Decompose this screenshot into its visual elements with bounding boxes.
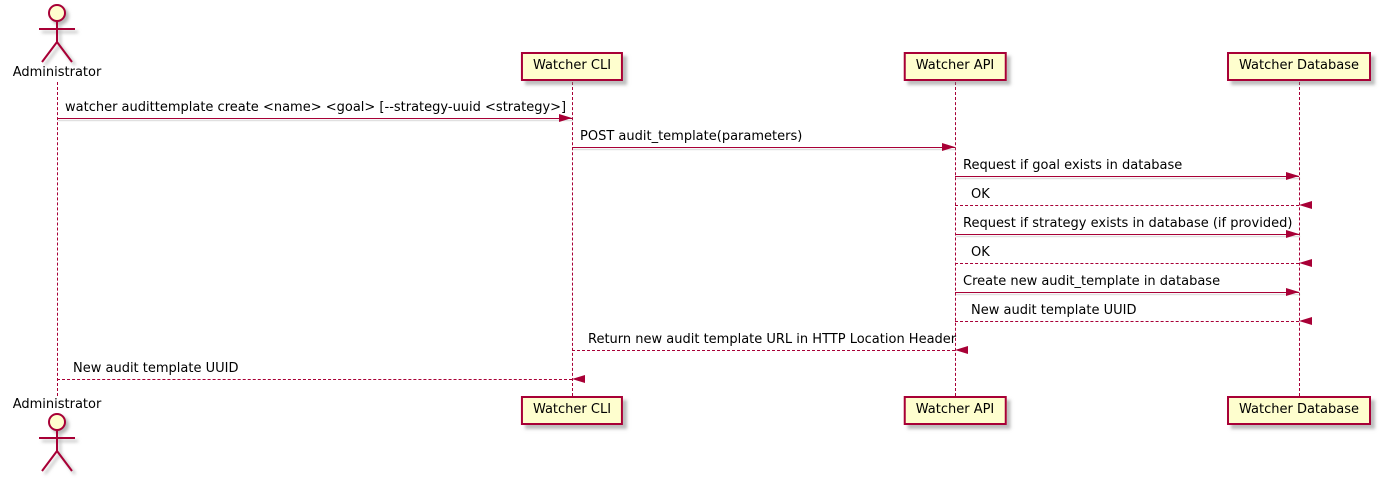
actor-figure-top-administrator: [35, 3, 79, 69]
message-label: OK: [971, 245, 990, 260]
message-label: watcher audittemplate create <name> <goa…: [65, 100, 567, 115]
actor-figure-bottom-administrator: [35, 412, 79, 478]
participant-box-watcher-cli-top: Watcher CLI: [520, 52, 624, 81]
actor-label-top-administrator: Administrator: [12, 65, 102, 80]
arrowhead-icon: [1299, 317, 1312, 326]
message-line: [572, 147, 955, 148]
message-label: New audit template UUID: [73, 361, 239, 376]
message-line: [57, 379, 572, 380]
message-label: Create new audit_template in database: [963, 274, 1221, 289]
participant-box-watcher-api-bottom: Watcher API: [903, 396, 1007, 425]
message-line: [955, 263, 1299, 264]
lifeline-watcher-database: [1298, 82, 1300, 396]
actor-icon: [39, 4, 75, 63]
message-label: New audit template UUID: [971, 303, 1137, 318]
arrowhead-icon: [1286, 288, 1299, 297]
arrowhead-icon: [572, 375, 585, 384]
participant-box-watcher-database-top: Watcher Database: [1227, 52, 1371, 81]
message-line: [955, 176, 1299, 177]
message-label: Return new audit template URL in HTTP Lo…: [588, 332, 957, 347]
message-line: [572, 350, 955, 351]
participant-box-watcher-database-bottom: Watcher Database: [1227, 396, 1371, 425]
message-line: [955, 292, 1299, 293]
arrowhead-icon: [942, 143, 955, 152]
lifeline-administrator: [56, 82, 58, 396]
message-label: Request if strategy exists in database (…: [963, 216, 1293, 231]
arrowhead-icon: [559, 114, 572, 123]
participant-box-watcher-cli-bottom: Watcher CLI: [520, 396, 624, 425]
lifeline-watcher-cli: [571, 82, 573, 396]
message-label: POST audit_template(parameters): [580, 129, 803, 144]
lifeline-watcher-api: [954, 82, 956, 396]
actor-icon: [39, 413, 75, 472]
arrowhead-icon: [1286, 172, 1299, 181]
message-label: Request if goal exists in database: [963, 158, 1183, 173]
actor-label-bottom-administrator: Administrator: [12, 397, 102, 412]
message-line: [57, 118, 572, 119]
arrowhead-icon: [1286, 230, 1299, 239]
message-line: [955, 321, 1299, 322]
message-line: [955, 205, 1299, 206]
arrowhead-icon: [955, 346, 968, 355]
message-label: OK: [971, 187, 990, 202]
arrowhead-icon: [1299, 201, 1312, 210]
participant-box-watcher-api-top: Watcher API: [903, 52, 1007, 81]
message-line: [955, 234, 1299, 235]
arrowhead-icon: [1299, 259, 1312, 268]
